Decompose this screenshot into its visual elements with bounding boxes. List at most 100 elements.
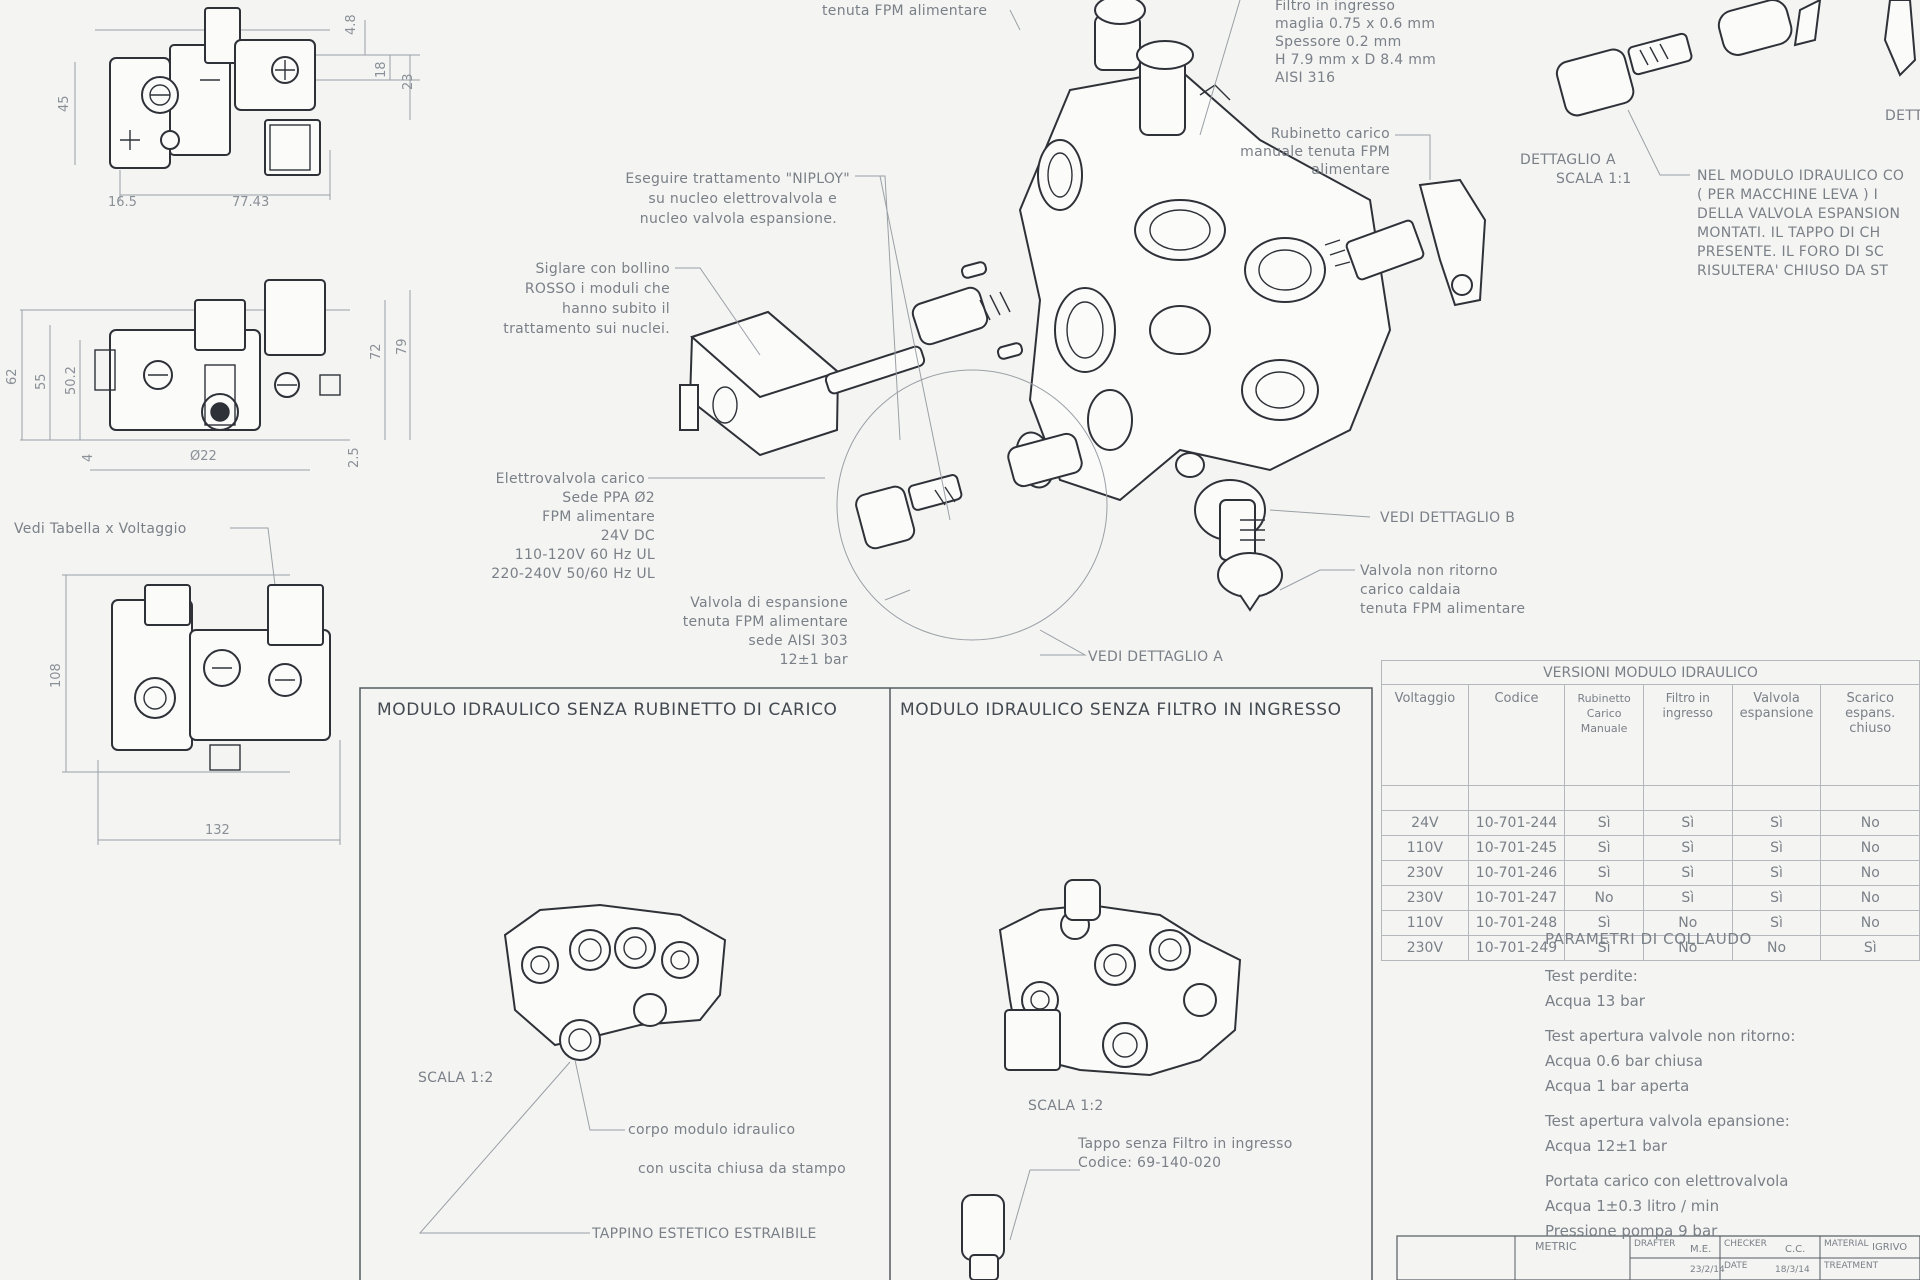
callout-tap-line-2: manuale tenuta FPM bbox=[1240, 144, 1390, 160]
dim-2-5: 2.5 bbox=[347, 447, 362, 468]
versions-table-title: VERSIONI MODULO IDRAULICO bbox=[1381, 660, 1920, 684]
top-view-3: Vedi Tabella x Voltaggio 108 132 bbox=[14, 521, 341, 845]
callout-solenoid-line-4: 24V DC bbox=[601, 528, 655, 544]
callout-red-dot-line-3: hanno subito il bbox=[562, 301, 670, 317]
callout-expansion-line-3: sede AISI 303 bbox=[748, 633, 848, 649]
dim-diam-22: Ø22 bbox=[190, 449, 217, 464]
flow-test-title: Portata carico con elettrovalvola bbox=[1545, 1172, 1789, 1190]
callout-solenoid-line-6: 220-240V 50/60 Hz UL bbox=[491, 566, 655, 582]
header-inlet-filter: Filtro in ingresso bbox=[1642, 684, 1733, 786]
panel-right-callout-line-2: Codice: 69-140-020 bbox=[1078, 1155, 1221, 1171]
callout-expansion-line-4: 12±1 bar bbox=[779, 652, 848, 668]
versions-table-cell: No bbox=[1820, 885, 1920, 911]
title-block-metric: METRIC bbox=[1535, 1240, 1577, 1253]
callout-filter-line-4: H 7.9 mm x D 8.4 mm bbox=[1275, 52, 1436, 68]
dim-45: 45 bbox=[57, 95, 72, 112]
title-block: METRIC DRAFTER M.E. CHECKER C.C. MATERIA… bbox=[1396, 1235, 1920, 1280]
flow-test-pressure: Pressione pompa 9 bar bbox=[1545, 1222, 1718, 1240]
flow-test-value: Acqua 1±0.3 litro / min bbox=[1545, 1197, 1720, 1215]
dim-62: 62 bbox=[5, 368, 20, 385]
versions-table-cell: 10-701-247 bbox=[1467, 885, 1566, 911]
callout-niploy-line-1: Eseguire trattamento "NIPLOY" bbox=[625, 171, 850, 187]
detail-note-line-3: DELLA VALVOLA ESPANSION bbox=[1697, 206, 1900, 222]
dim-132: 132 bbox=[205, 823, 230, 838]
title-block-drafter: M.E. bbox=[1690, 1244, 1711, 1255]
panel-left: MODULO IDRAULICO SENZA RUBINETTO DI CARI… bbox=[377, 700, 846, 1242]
versions-table-cell: 10-701-245 bbox=[1467, 835, 1566, 861]
detail-note-line-1: NEL MODULO IDRAULICO CO bbox=[1697, 168, 1904, 184]
test-params-title: PARAMETRI DI COLLAUDO bbox=[1545, 930, 1752, 948]
dim-50-2: 50.2 bbox=[64, 366, 79, 395]
versions-table-cell: 10-701-249 bbox=[1467, 935, 1566, 961]
header-voltage: Voltaggio bbox=[1381, 684, 1469, 786]
callout-food-seal-top: tenuta FPM alimentare bbox=[822, 3, 987, 19]
versions-table-cell: 230V bbox=[1381, 885, 1469, 911]
top-view-2: 62 55 50.2 72 79 4 Ø22 2.5 bbox=[5, 279, 411, 471]
versions-table-cell: Sì bbox=[1731, 885, 1822, 911]
expansion-test-value: Acqua 12±1 bar bbox=[1545, 1137, 1668, 1155]
versions-table-cell: Sì bbox=[1564, 935, 1644, 961]
versions-table-cell: Sì bbox=[1731, 835, 1822, 861]
title-block-date-1: 23/2/14 bbox=[1690, 1265, 1725, 1275]
panel-left-callout-body-2: con uscita chiusa da stampo bbox=[638, 1161, 846, 1177]
callout-solenoid-line-2: Sede PPA Ø2 bbox=[562, 490, 655, 506]
callout-see-detail-b: VEDI DETTAGLIO B bbox=[1380, 510, 1515, 526]
versions-table-cell: 230V bbox=[1381, 860, 1469, 886]
callout-solenoid-line-5: 110-120V 60 Hz UL bbox=[515, 547, 655, 563]
callout-red-dot-line-1: Siglare con bollino bbox=[536, 261, 671, 277]
callout-niploy-line-2: su nucleo elettrovalvola e bbox=[648, 191, 837, 207]
panel-left-callout-cap: TAPPINO ESTETICO ESTRAIBILE bbox=[591, 1226, 817, 1242]
header-closed-drain: Scarico espans. chiuso bbox=[1820, 684, 1920, 786]
panel-right: MODULO IDRAULICO SENZA FILTRO IN INGRESS… bbox=[900, 700, 1342, 1280]
panel-right-scale: SCALA 1:2 bbox=[1028, 1098, 1104, 1114]
versions-table-cell: No bbox=[1820, 910, 1920, 936]
versions-table-cell: 24V bbox=[1381, 810, 1469, 836]
detail-note-line-2: ( PER MACCHINE LEVA ) I bbox=[1697, 187, 1878, 203]
header-expansion-valve: Valvola espansione bbox=[1731, 684, 1822, 786]
leak-test-value: Acqua 13 bar bbox=[1545, 992, 1645, 1010]
title-block-drafter-label: DRAFTER bbox=[1634, 1239, 1675, 1249]
callout-expansion-line-2: tenuta FPM alimentare bbox=[683, 614, 848, 630]
dim-4-8: 4.8 bbox=[344, 14, 359, 35]
callout-filter-line-3: Spessore 0.2 mm bbox=[1275, 34, 1402, 50]
callout-solenoid-line-3: FPM alimentare bbox=[542, 509, 655, 525]
versions-spacer-row bbox=[1381, 785, 1920, 811]
panel-right-title: MODULO IDRAULICO SENZA FILTRO IN INGRESS… bbox=[900, 700, 1342, 720]
title-block-date-2: 18/3/14 bbox=[1775, 1265, 1810, 1275]
exploded-assembly: tenuta FPM alimentare Filtro in ingresso… bbox=[491, 0, 1525, 668]
callout-nonreturn-line-2: carico caldaia bbox=[1360, 582, 1461, 598]
header-manual-tap: Rubinetto Carico Manuale bbox=[1564, 684, 1644, 786]
versions-table-cell: 230V bbox=[1381, 935, 1469, 961]
versions-table-header-row: Voltaggio Codice Rubinetto Carico Manual… bbox=[1381, 684, 1920, 786]
versions-table-cell: No bbox=[1820, 835, 1920, 861]
versions-table-cell: Sì bbox=[1731, 860, 1822, 886]
callout-tap-line-3: alimentare bbox=[1311, 162, 1390, 178]
versions-table-cell: No bbox=[1820, 860, 1920, 886]
versions-table-cell: 10-701-246 bbox=[1467, 860, 1566, 886]
nonreturn-test-closed: Acqua 0.6 bar chiusa bbox=[1545, 1052, 1703, 1070]
callout-expansion-line-1: Valvola di espansione bbox=[690, 595, 848, 611]
callout-tap-line-1: Rubinetto carico bbox=[1271, 126, 1390, 142]
callout-filter-line-2: maglia 0.75 x 0.6 mm bbox=[1275, 16, 1435, 32]
callout-red-dot-line-2: ROSSO i moduli che bbox=[525, 281, 670, 297]
callout-see-detail-a: VEDI DETTAGLIO A bbox=[1088, 649, 1223, 665]
versions-table-cell: 110V bbox=[1381, 835, 1469, 861]
versions-table: Voltaggio Codice Rubinetto Carico Manual… bbox=[1381, 684, 1920, 961]
panel-left-title: MODULO IDRAULICO SENZA RUBINETTO DI CARI… bbox=[377, 700, 838, 720]
nonreturn-test-title: Test apertura valvole non ritorno: bbox=[1545, 1027, 1796, 1045]
callout-nonreturn-line-3: tenuta FPM alimentare bbox=[1360, 601, 1525, 617]
header-code: Codice bbox=[1467, 684, 1566, 786]
title-block-material-label: MATERIAL bbox=[1824, 1239, 1869, 1249]
versions-table-cell: Sì bbox=[1564, 860, 1644, 886]
versions-table-cell: Sì bbox=[1564, 810, 1644, 836]
title-block-material: IGRIVO bbox=[1872, 1242, 1907, 1253]
title-block-treatment-label: TREATMENT bbox=[1823, 1261, 1879, 1271]
bottom-panels bbox=[359, 687, 1373, 1280]
versions-table-cell: Sì bbox=[1564, 835, 1644, 861]
